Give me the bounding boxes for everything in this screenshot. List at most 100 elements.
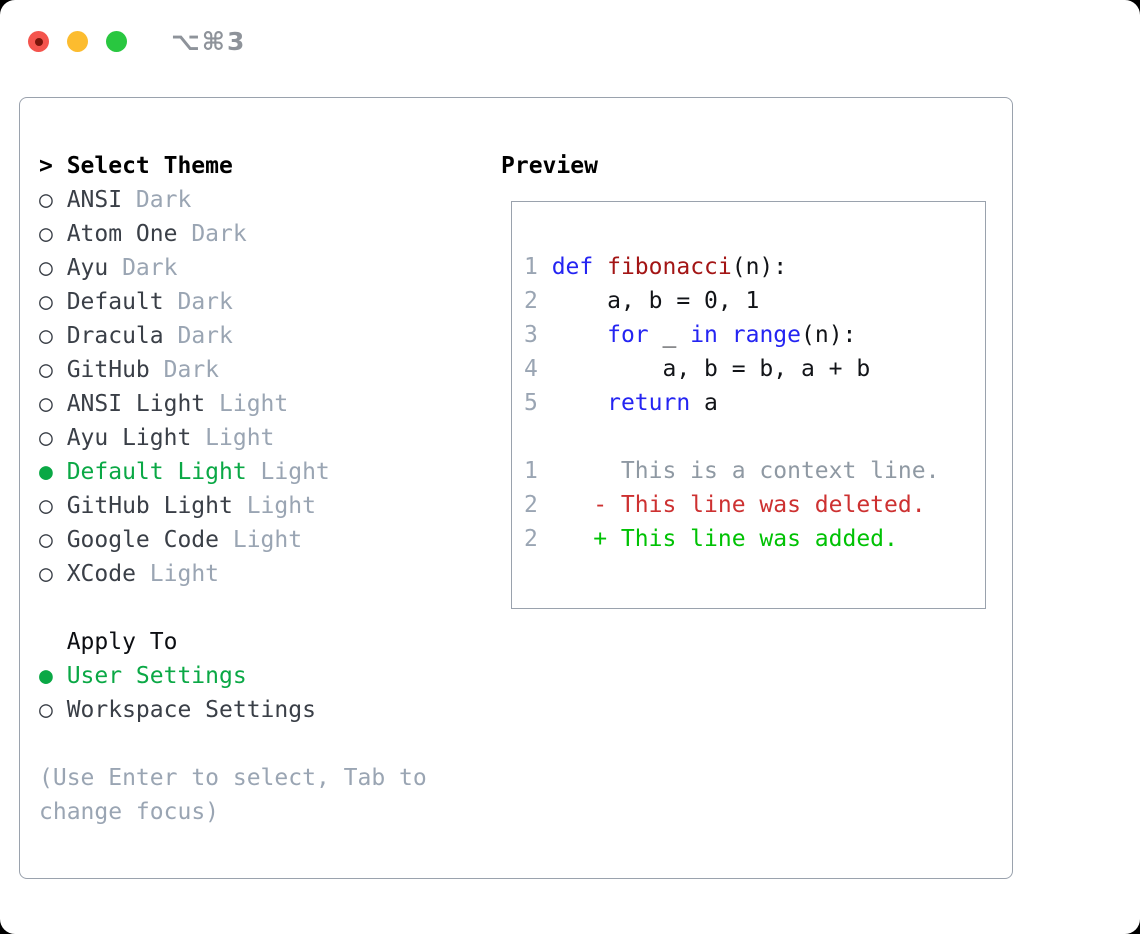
code-segment: + This line was added. [593,526,898,552]
line-number: 2 [524,526,538,552]
preview-line: 1 This is a context line. [524,454,985,488]
apply-option-workspace-settings[interactable]: ○Workspace Settings [39,693,469,727]
theme-option-ansi[interactable]: ○ ANSI Dark [39,183,469,217]
preview-line: 1 def fibonacci(n): [524,250,985,284]
line-number: 1 [524,458,538,484]
radio-unselected-icon: ○ [39,493,53,519]
theme-option-default[interactable]: ○ Default Dark [39,285,469,319]
radio-unselected-icon: ○ [39,425,53,451]
code-segment [538,322,607,348]
theme-variant-badge: Dark [163,357,220,383]
radio-unselected-icon: ○ [39,561,53,587]
minimize-button[interactable] [67,31,88,52]
line-number: 2 [524,288,538,314]
code-segment [538,390,607,416]
radio-unselected-icon: ○ [39,391,53,417]
theme-name: Dracula [66,323,164,349]
select-theme-header: > Select Theme [39,149,469,183]
code-segment: fibonacci [607,254,732,280]
maximize-button[interactable] [106,31,127,52]
code-segment [538,526,593,552]
theme-option-google-code[interactable]: ○ Google Code Light [39,523,469,557]
radio-unselected-icon: ○ [39,323,53,349]
radio-unselected-icon: ○ [39,697,53,723]
theme-name: Google Code [66,527,220,553]
theme-name: GitHub Light [66,493,233,519]
radio-unselected-icon: ○ [39,357,53,383]
apply-to-header: Apply To [39,625,469,659]
code-segment: range [731,322,801,348]
titlebar: ⌥⌘3 [28,27,246,56]
apply-to-title: Apply To [66,629,178,655]
close-button[interactable] [28,31,49,52]
theme-variant-badge: Light [260,459,330,485]
code-segment: for [607,322,649,348]
theme-option-default-light[interactable]: ● Default Light Light [39,455,469,489]
theme-name: Ayu Light [66,425,192,451]
radio-selected-icon: ● [39,459,53,485]
help-text: (Use Enter to select, Tab to change focu… [39,765,427,825]
radio-selected-icon: ● [39,663,53,689]
preview-line: 2 a, b = 0, 1 [524,284,985,318]
apply-list: ● User Settings ○Workspace Settings [39,659,469,727]
line-number: 2 [524,492,538,518]
line-number: 1 [524,254,538,280]
code-segment: return [607,390,691,416]
preview-line: 4 a, b = b, a + b [524,352,985,386]
cursor-marker: > [39,153,53,179]
theme-name: Ayu [66,255,109,281]
theme-name: ANSI Light [66,391,206,417]
preview-column: Preview 1 def fibonacci(n):2 a, b = 0, 1… [501,149,986,609]
code-segment: def [551,254,594,280]
theme-name: Default Light [66,459,247,485]
radio-unselected-icon: ○ [39,289,53,315]
code-segment: This is a context line. [537,458,940,484]
theme-variant-badge: Dark [135,187,192,213]
select-theme-title: Select Theme [66,153,233,179]
code-segment: a, b = b, a + b [537,356,871,382]
theme-name: Default [66,289,164,315]
preview-line: 3 for _ in range(n): [524,318,985,352]
theme-variant-badge: Light [232,527,303,553]
code-segment: in [690,322,718,348]
spacer [39,727,469,761]
preview-line: 2 + This line was added. [524,522,985,556]
spacer [39,591,469,625]
radio-unselected-icon: ○ [39,221,53,247]
code-segment: a, b = 0, 1 [537,288,760,314]
line-number: 3 [524,322,538,348]
theme-option-atom-one[interactable]: ○ Atom One Dark [39,217,469,251]
theme-name: Atom One [66,221,178,247]
apply-option-user-settings[interactable]: ● User Settings [39,659,469,693]
code-segment: a [690,390,718,416]
preview-line [524,420,985,454]
apply-option-label: User Settings [66,663,247,689]
theme-variant-badge: Dark [191,221,247,247]
preview-line: 2 - This line was deleted. [524,488,985,522]
theme-name: ANSI [66,187,123,213]
theme-variant-badge: Dark [177,323,233,349]
unsaved-indicator-dot [34,37,43,46]
theme-variant-badge: Light [205,425,275,451]
code-segment [593,254,607,280]
radio-unselected-icon: ○ [39,187,53,213]
theme-option-ansi-light[interactable]: ○ ANSI Light Light [39,387,469,421]
theme-variant-badge: Dark [177,289,233,315]
line-number: 5 [524,390,538,416]
window-title: ⌥⌘3 [171,27,247,56]
radio-unselected-icon: ○ [39,527,53,553]
preview-title: Preview [501,153,598,179]
line-number: 4 [524,356,538,382]
radio-unselected-icon: ○ [39,255,53,281]
theme-option-ayu-light[interactable]: ○ Ayu Light Light [39,421,469,455]
theme-variant-badge: Light [219,391,289,417]
theme-option-dracula[interactable]: ○ Dracula Dark [39,319,469,353]
